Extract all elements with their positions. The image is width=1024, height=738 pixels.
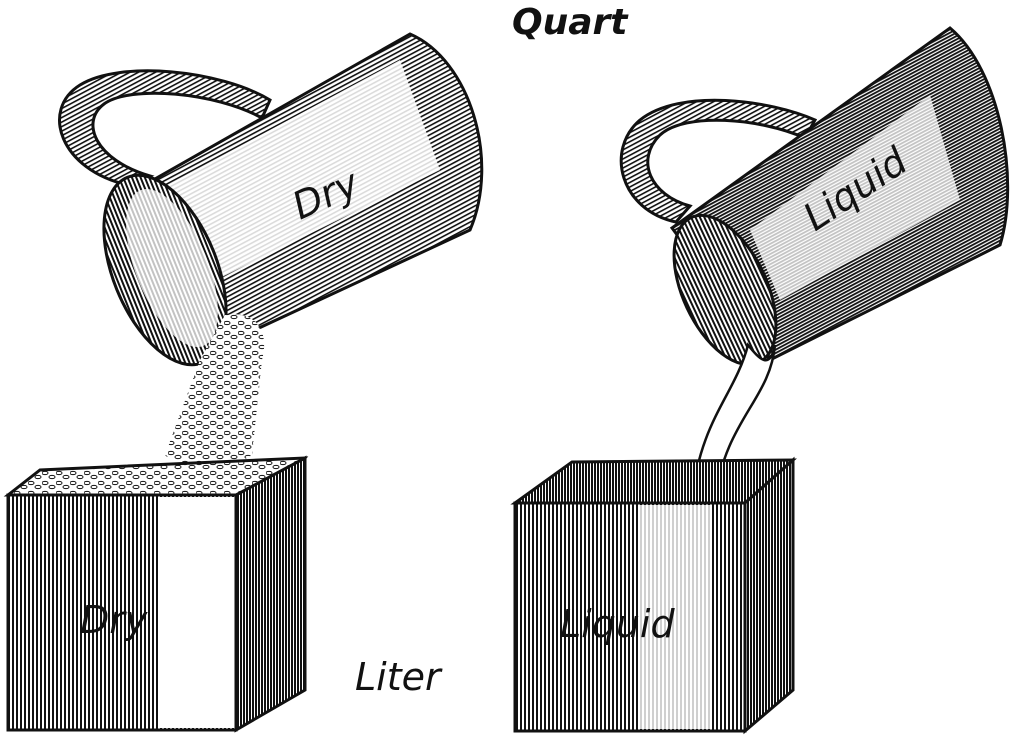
dry-measure-handle xyxy=(58,69,272,187)
dry-grain-stream xyxy=(165,314,265,467)
dry-quart-measure: Dry xyxy=(58,32,484,367)
title-quart: Quart xyxy=(512,2,629,43)
dry-liter-box: Dry xyxy=(3,455,309,733)
liter-liquid-label: Liquid xyxy=(560,602,675,646)
dry-measure-highlight xyxy=(140,60,440,300)
liquid-measure-highlight xyxy=(750,95,960,300)
liquid-box-side xyxy=(743,456,795,735)
dry-box-side xyxy=(234,455,307,733)
subtitle-liter: Liter xyxy=(355,655,443,699)
liquid-quart-measure: Liquid xyxy=(619,26,1010,367)
liquid-liter-box: Liquid xyxy=(510,456,797,735)
liter-dry-label: Dry xyxy=(80,598,148,642)
liquid-measure-handle xyxy=(619,98,818,224)
